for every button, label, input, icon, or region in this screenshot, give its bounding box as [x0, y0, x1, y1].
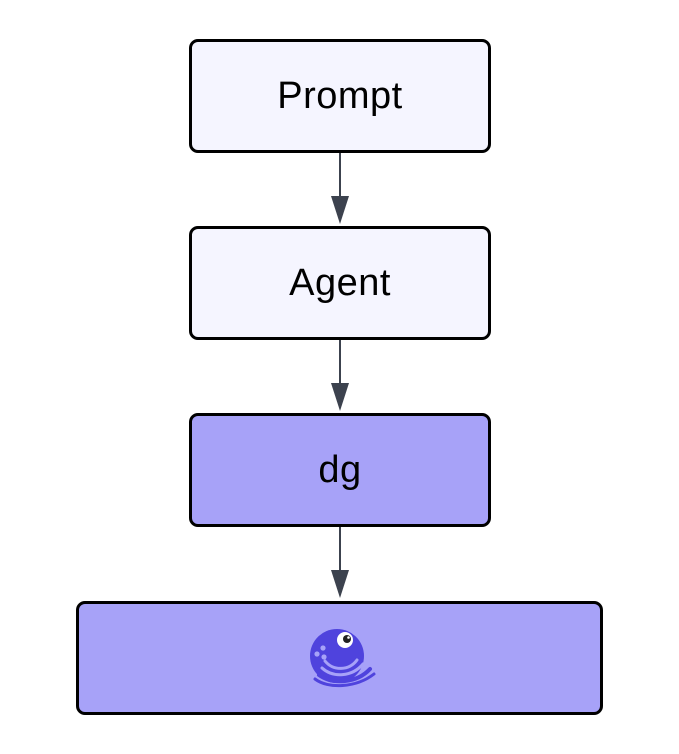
- node-dagster: [76, 601, 603, 715]
- arrowhead-icon: [331, 196, 349, 224]
- node-agent: Agent: [189, 226, 491, 340]
- node-dg: dg: [189, 413, 491, 527]
- node-label-agent: Agent: [289, 261, 391, 304]
- node-prompt: Prompt: [189, 39, 491, 153]
- node-label-prompt: Prompt: [277, 74, 403, 117]
- edge-agent-to-dg: [331, 340, 349, 411]
- arrowhead-icon: [331, 383, 349, 411]
- arrowhead-icon: [331, 570, 349, 598]
- node-label-dg: dg: [318, 448, 362, 491]
- dagster-octopus-logo-icon: [302, 626, 378, 690]
- edge-prompt-to-agent: [331, 153, 349, 224]
- edge-dg-to-dagster: [331, 527, 349, 598]
